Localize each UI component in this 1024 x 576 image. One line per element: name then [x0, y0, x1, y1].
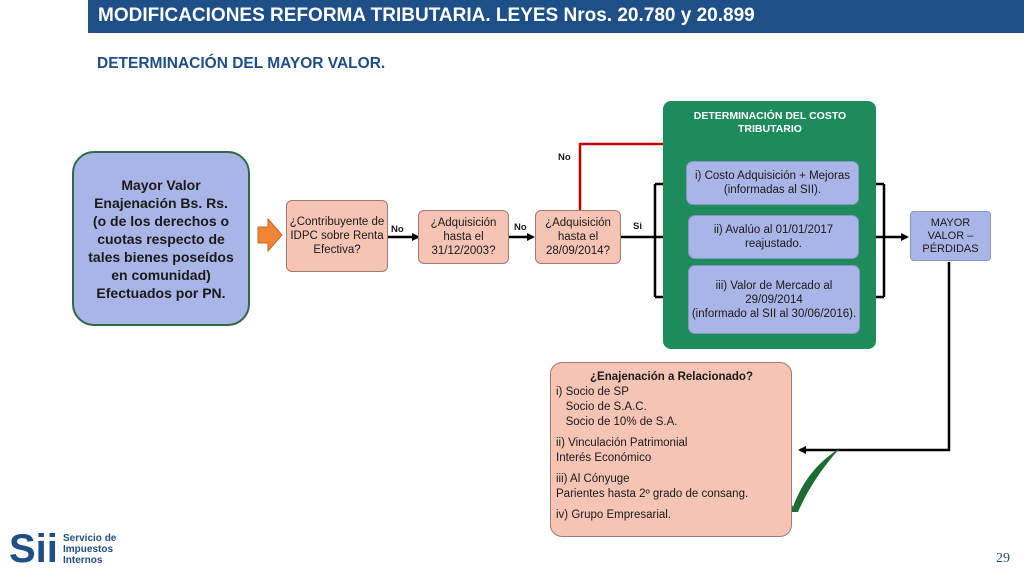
orange-arrow [257, 217, 283, 253]
related-line: i) Socio de SP [556, 386, 629, 398]
cost-option-1-text: i) Costo Adquisición + Mejoras (informad… [694, 170, 850, 196]
cost-option-3-text: iii) Valor de Mercado al 29/09/2014 (inf… [691, 279, 857, 320]
logo-line: Servicio de [63, 533, 117, 544]
label-no-1: No [391, 224, 404, 235]
label-si: Si [633, 221, 642, 232]
question-2003-text: ¿Adquisición hasta el 31/12/2003? [430, 217, 497, 257]
main-box-text: Mayor Valor Enajenación Bs. Rs. (o de lo… [88, 176, 234, 301]
related-line: Parientes hasta 2º grado de consang. [556, 488, 749, 500]
sii-logo-text: Sii [9, 527, 58, 568]
question-2014-box: ¿Adquisición hasta el 28/09/2014? [535, 210, 621, 264]
label-no-2: No [514, 222, 527, 233]
title-bar [88, 0, 1024, 33]
page-number: 29 [996, 551, 1010, 566]
main-box: Mayor Valor Enajenación Bs. Rs. (o de lo… [72, 151, 250, 326]
related-line: Socio de 10% de S.A. [556, 416, 678, 428]
related-party-box: ¿Enajenación a Relacionado? i) Socio de … [550, 362, 792, 537]
edge-final-related [798, 262, 951, 454]
panel-title: DETERMINACIÓN DEL COSTO TRIBUTARIO [693, 110, 847, 135]
related-line: Interés Económico [556, 452, 652, 464]
cost-option-3: iii) Valor de Mercado al 29/09/2014 (inf… [688, 265, 860, 334]
logo-caption: Servicio de Impuestos Internos [63, 533, 116, 566]
logo-line: Impuestos [63, 544, 114, 555]
final-result-text: MAYOR VALOR – PÉRDIDAS [922, 216, 979, 255]
cost-option-1: i) Costo Adquisición + Mejoras (informad… [686, 161, 859, 205]
question-idpc-text: ¿Contribuyente de IDPC sobre Renta Efect… [289, 216, 385, 256]
slide-title: MODIFICACIONES REFORMA TRIBUTARIA. LEYES… [98, 5, 755, 26]
cost-option-2-text: ii) Avalúo al 01/01/2017 reajustado. [713, 224, 834, 250]
final-result-box: MAYOR VALOR – PÉRDIDAS [910, 211, 991, 261]
related-title: ¿Enajenación a Relacionado? [590, 371, 753, 383]
related-line: iv) Grupo Empresarial. [556, 509, 672, 521]
label-no-top: No [558, 152, 571, 163]
related-line: Socio de S.A.C. [556, 401, 647, 413]
check-mark-icon [775, 448, 840, 512]
sii-logo-icon: Sii [9, 527, 58, 568]
question-2014-text: ¿Adquisición hasta el 28/09/2014? [545, 217, 611, 257]
related-line: iii) Al Cónyuge [556, 473, 630, 485]
related-line: ii) Vinculación Patrimonial [556, 437, 688, 449]
slide-subtitle: DETERMINACIÓN DEL MAYOR VALOR. [97, 55, 386, 72]
question-2003-box: ¿Adquisición hasta el 31/12/2003? [418, 210, 509, 264]
question-idpc-box: ¿Contribuyente de IDPC sobre Renta Efect… [286, 200, 388, 272]
cost-option-2: ii) Avalúo al 01/01/2017 reajustado. [688, 215, 859, 259]
logo-line: Internos [63, 555, 103, 566]
